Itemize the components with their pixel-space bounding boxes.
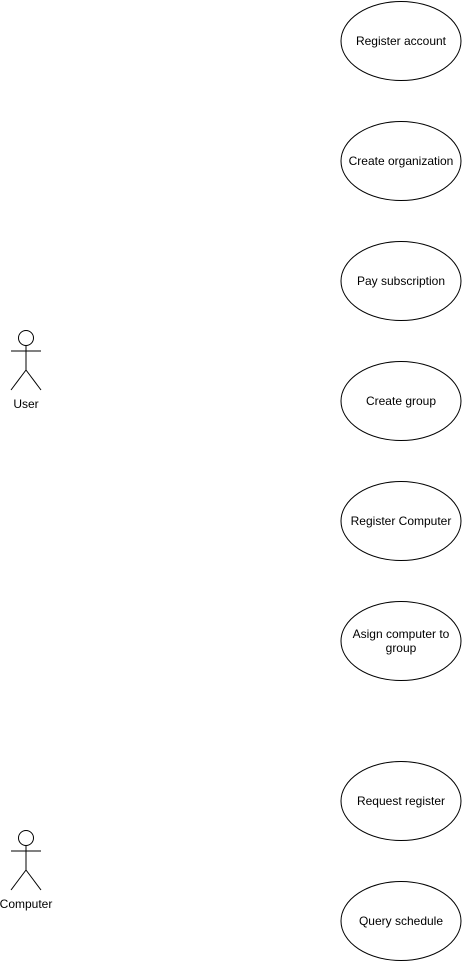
usecase-register-account-label: Register account	[355, 34, 447, 48]
usecase-register-computer-label: Register Computer	[350, 514, 452, 528]
actor-computer-left-leg	[10, 869, 27, 891]
usecase-register-computer-shape[interactable]	[340, 481, 462, 561]
actor-user-label: User	[13, 397, 39, 411]
actor-computer[interactable]	[10, 830, 42, 891]
usecase-create-organization-label: Create organization	[348, 154, 454, 168]
actor-user-right-leg	[25, 369, 42, 391]
usecase-query-schedule-label: Query schedule	[358, 914, 444, 928]
actor-computer-label: Computer	[0, 897, 53, 911]
usecase-asign-computer-to-group-label: Asign computer to group	[352, 627, 450, 655]
actor-user[interactable]	[10, 330, 42, 391]
usecase-pay-subscription-label: Pay subscription	[356, 274, 446, 288]
actor-computer-right-leg	[25, 869, 42, 891]
actor-user-head	[18, 330, 34, 346]
actor-user-left-leg	[10, 369, 27, 391]
usecase-request-register-shape[interactable]	[340, 761, 462, 841]
usecase-asign-computer-to-group-shape[interactable]	[340, 601, 462, 681]
usecase-create-organization-shape[interactable]	[340, 121, 462, 201]
usecase-register-account-shape[interactable]	[340, 1, 462, 81]
usecase-request-register-label: Request register	[356, 794, 446, 808]
usecase-create-group-label: Create group	[365, 394, 437, 408]
usecase-pay-subscription-shape[interactable]	[340, 241, 462, 321]
usecase-create-group-shape[interactable]	[340, 361, 462, 441]
actor-computer-head	[18, 830, 34, 846]
